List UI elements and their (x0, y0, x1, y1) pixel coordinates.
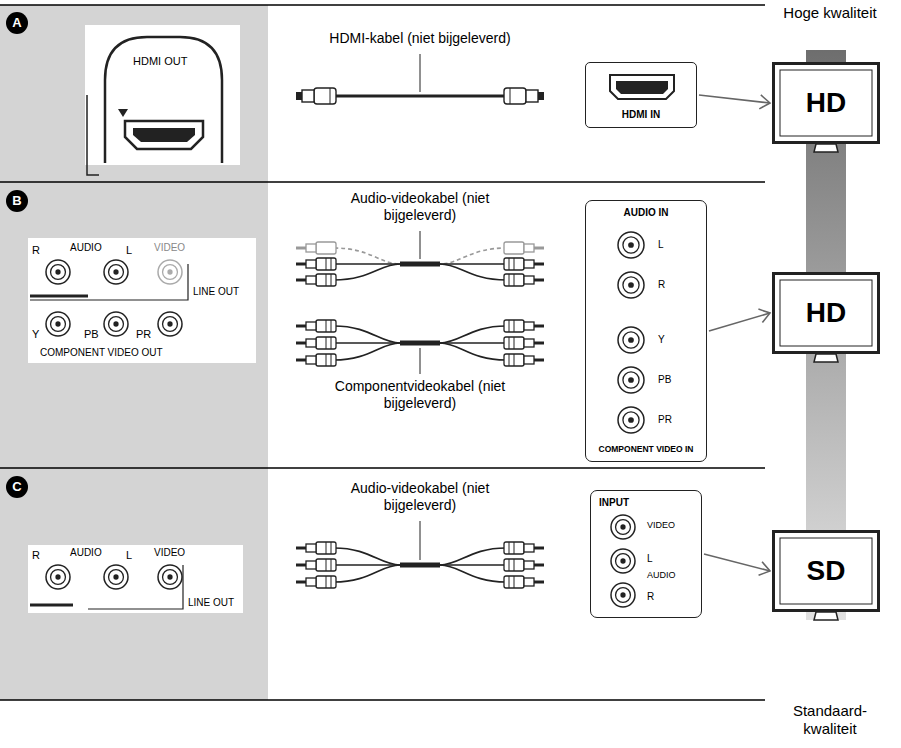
player-output-panel: R AUDIO L VIDEO LINE OUT Y PB PR COMPONENT VIDEO… (28, 238, 256, 363)
hd-television: HD (772, 62, 880, 144)
badge: A (6, 12, 28, 34)
row-backgrounds (0, 5, 268, 700)
jack-label: R (647, 591, 654, 602)
badge: C (6, 476, 28, 498)
callout-pointer (699, 95, 770, 103)
connector-illustration (85, 25, 240, 165)
audio-video-cable (296, 521, 544, 588)
jack-label: L (126, 244, 132, 256)
hdmi-out-port: HDMI OUT (85, 25, 240, 165)
screen-quality: SD (807, 556, 846, 587)
jack-label: Y (32, 328, 39, 340)
quality-label: Hoge kwaliteit (770, 4, 890, 22)
jack-label: PB (658, 374, 671, 385)
cable-label: Audio-videokabel (niet bijgeleverd) (335, 190, 505, 224)
jack-label: VIDEO (647, 521, 675, 531)
jack-label: PR (136, 328, 151, 340)
sd-television: SD (772, 530, 880, 612)
jack-label: R (658, 279, 665, 290)
jack-label: AUDIO IN (586, 207, 706, 218)
callout-pointer (709, 313, 770, 331)
jack-label: AUDIO (70, 547, 102, 558)
jack-label: COMPONENT VIDEO IN (586, 445, 706, 454)
hdmi-cable (296, 54, 544, 104)
jack-label: VIDEO (154, 547, 185, 558)
callout-pointer (704, 554, 770, 571)
hd-television: HD (772, 272, 880, 354)
jack-label: LINE OUT (188, 597, 234, 608)
jack-label: R (32, 549, 40, 561)
jack-label: AUDIO (647, 571, 676, 581)
badge: B (6, 190, 28, 212)
jack-label: R (32, 244, 40, 256)
jack-label: HDMI IN (586, 109, 696, 120)
tv-input-panel: INPUT VIDEO L AUDIO R (590, 490, 702, 618)
row-dividers (0, 5, 765, 700)
hdmi-in-panel: HDMI IN (585, 62, 697, 128)
jack-label: PB (84, 328, 99, 340)
jack-label: INPUT (599, 497, 629, 508)
audio-video-cable (296, 231, 544, 286)
component-video-cable (296, 320, 544, 374)
cable-label: Audio-videokabel (niet bijgeleverd) (335, 480, 505, 514)
connector-illustration (28, 238, 256, 363)
jack-label: AUDIO (70, 242, 102, 253)
jack-label: HDMI OUT (133, 55, 187, 67)
jack-label: VIDEO (154, 242, 185, 253)
jack-label: PR (658, 414, 672, 425)
jack-label: COMPONENT VIDEO OUT (40, 347, 163, 358)
cable-label: Componentvideokabel (niet bijgeleverd) (315, 378, 525, 412)
jack-label: L (658, 239, 664, 250)
screen-quality: HD (806, 88, 846, 119)
jack-label: Y (658, 334, 665, 345)
jack-label: L (647, 553, 653, 564)
cable-label: HDMI-kabel (niet bijgeleverd) (300, 30, 540, 47)
quality-label: Standaard- kwaliteit (770, 702, 890, 738)
connector-illustration (586, 201, 708, 463)
player-output-panel: R AUDIO L VIDEO LINE OUT (28, 545, 243, 613)
jack-label: LINE OUT (193, 286, 239, 297)
tv-input-panel: AUDIO IN L R Y PB PR COMPONENT VIDEO IN (585, 200, 707, 462)
jack-label: L (126, 549, 132, 561)
screen-quality: HD (806, 298, 846, 329)
